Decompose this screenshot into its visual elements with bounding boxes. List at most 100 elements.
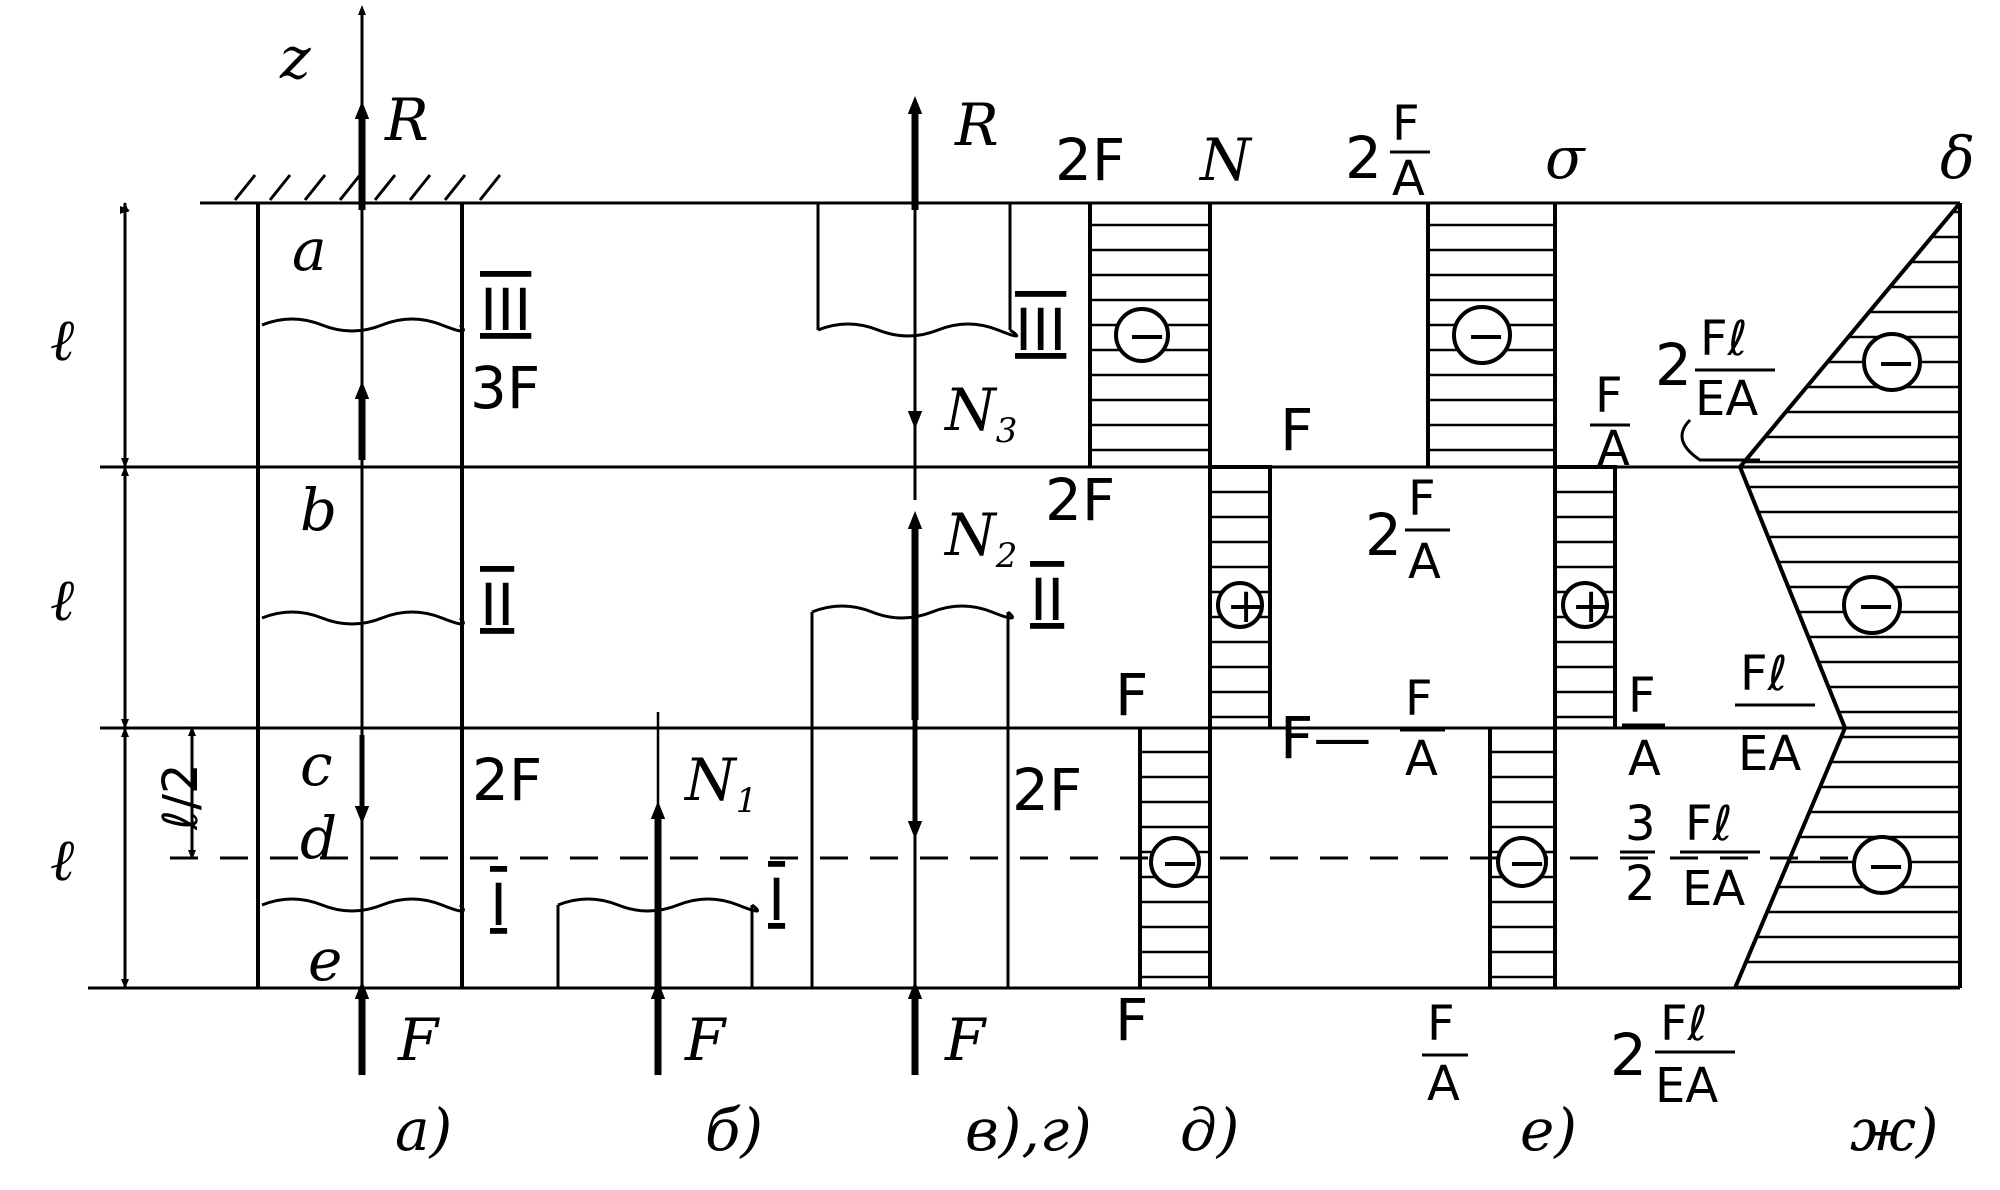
load-2F-label-v: 2F — [1012, 756, 1082, 824]
load-3F-label: 3F — [470, 354, 540, 422]
section-1-label-b: I — [768, 866, 785, 934]
N-diagram — [1088, 203, 1272, 988]
sigma-seg-b-hatch — [1555, 490, 1615, 719]
section-cut-3 — [261, 317, 465, 333]
delta-minus-circle-c — [1852, 835, 1912, 895]
delta-v3-den: EA — [1682, 861, 1745, 917]
delta-v1-coef: 2 — [1655, 331, 1692, 399]
internal-force-N2-label: N2 — [943, 501, 1017, 576]
sigma-seg-b-coef: 2 — [1365, 501, 1402, 569]
section-cut-1 — [261, 897, 465, 913]
N-minus-circle-a — [1114, 307, 1170, 363]
bar-v-fragments — [810, 96, 1019, 1075]
point-e-label: e — [308, 926, 342, 994]
sigma-minus-circle-a — [1452, 305, 1512, 365]
delta-minus-sign-c: − — [1866, 838, 1906, 894]
sigma-seg-b-num: F — [1408, 471, 1436, 527]
N-plus-circle-b — [1216, 581, 1264, 629]
sigma-seg-a-bottom-den: A — [1597, 421, 1630, 477]
sigma-top-den: A — [1392, 151, 1425, 207]
N-title: N — [1198, 126, 1253, 194]
sigma-bottom-num: F — [1427, 996, 1455, 1052]
force-F-label-v: F — [944, 1006, 987, 1074]
delta-v4-den: EA — [1655, 1058, 1718, 1114]
bar-b-fragment — [556, 712, 760, 1075]
labels: z R R a b c d e ℓ ℓ ℓ ℓ/2 III 3F II 2F I… — [50, 24, 1975, 1164]
N-seg-c-bottom-label: F — [1115, 986, 1148, 1054]
reaction-label-v: R — [954, 91, 999, 159]
sigma-diagram — [1426, 203, 1617, 988]
section-3-label-a: III — [480, 276, 531, 344]
level-lines — [88, 201, 1960, 990]
N-seg-c-top-label: F — [1115, 661, 1148, 729]
delta-minus-sign-a: − — [1876, 335, 1916, 391]
delta-v2-num: Fℓ — [1740, 646, 1787, 702]
sigma-top-coef: 2 — [1345, 124, 1382, 192]
sigma-minus-sign-a: − — [1466, 308, 1506, 364]
delta-minus-circle-a — [1862, 332, 1922, 392]
point-c-label: c — [300, 731, 332, 799]
panel-label-d: д) — [1180, 1096, 1239, 1164]
sigma-seg-c-right-num: F — [1628, 668, 1656, 724]
sigma-seg-c-left-den: A — [1405, 731, 1438, 787]
N-minus-sign-a: − — [1127, 308, 1167, 364]
N-minus-sign-c: − — [1160, 835, 1200, 891]
sigma-top-num: F — [1392, 96, 1420, 152]
panel-label-v: в),г) — [965, 1096, 1092, 1164]
sigma-plus-sign-b: + — [1571, 578, 1611, 634]
N-seg-b-top-label: F — [1280, 396, 1313, 464]
N-seg-b-mid-label: 2F — [1045, 466, 1115, 534]
delta-profile-line — [1733, 201, 1962, 989]
panel-label-b: б) — [705, 1096, 763, 1164]
sigma-seg-b-den: A — [1408, 534, 1441, 590]
N-seg-a-hatch — [1090, 223, 1210, 452]
axis-z-label: z — [279, 24, 311, 92]
sigma-seg-a-bottom-num: F — [1595, 368, 1623, 424]
length-label-2: ℓ — [50, 566, 74, 634]
force-F-label-a: F — [397, 1006, 440, 1074]
delta-v3-coef-den: 2 — [1625, 856, 1656, 912]
delta-v3-num: Fℓ — [1685, 796, 1732, 852]
panel-label-zh: ж) — [1850, 1096, 1939, 1164]
delta-title: δ — [1940, 124, 1975, 192]
delta-diagram — [1680, 201, 1962, 989]
reaction-label-a: R — [384, 86, 429, 154]
sigma-seg-c-left-prefix: F— — [1280, 704, 1371, 772]
point-d-label: d — [300, 804, 337, 872]
internal-force-N3-label: N3 — [943, 376, 1017, 451]
sigma-plus-circle-b — [1561, 581, 1609, 629]
support-hatch — [233, 174, 502, 201]
section-3-label-v: III — [1015, 296, 1066, 364]
load-2F-label-a: 2F — [472, 746, 542, 814]
point-b-label: b — [300, 476, 337, 544]
N-minus-circle-c — [1149, 836, 1201, 888]
point-a-label: a — [292, 216, 327, 284]
sigma-seg-c-right-den: A — [1628, 731, 1661, 787]
length-dimensions — [121, 202, 196, 989]
delta-v4-coef: 2 — [1610, 1021, 1647, 1089]
delta-v1-den: EA — [1695, 371, 1758, 427]
delta-v3-coef: 3 — [1625, 796, 1656, 852]
section-1-label-a: I — [490, 871, 507, 939]
N-plus-sign-b: + — [1226, 578, 1266, 634]
sigma-seg-c-left-num: F — [1405, 671, 1433, 727]
internal-force-N1-label: N1 — [683, 746, 757, 821]
section-2-label-a: II — [480, 571, 514, 639]
delta-minus-circle-b — [1842, 575, 1902, 635]
sigma-title: σ — [1545, 124, 1586, 192]
length-label-3: ℓ — [50, 826, 74, 894]
panel-label-a: a) — [395, 1096, 452, 1164]
sigma-bottom-den: A — [1427, 1056, 1460, 1112]
sigma-seg-a-hatch — [1428, 223, 1555, 452]
half-length-label: ℓ/2 — [153, 763, 209, 831]
sigma-minus-sign-c: − — [1507, 835, 1547, 891]
delta-minus-sign-b: − — [1856, 578, 1896, 634]
section-2-label-v: II — [1030, 566, 1064, 634]
delta-v2-den: EA — [1738, 726, 1801, 782]
section-cut-2 — [261, 610, 465, 626]
sigma-minus-circle-c — [1496, 836, 1548, 888]
N-top-value: 2F — [1055, 126, 1125, 194]
panel-label-e: е) — [1520, 1096, 1577, 1164]
length-label-1: ℓ — [50, 306, 74, 374]
